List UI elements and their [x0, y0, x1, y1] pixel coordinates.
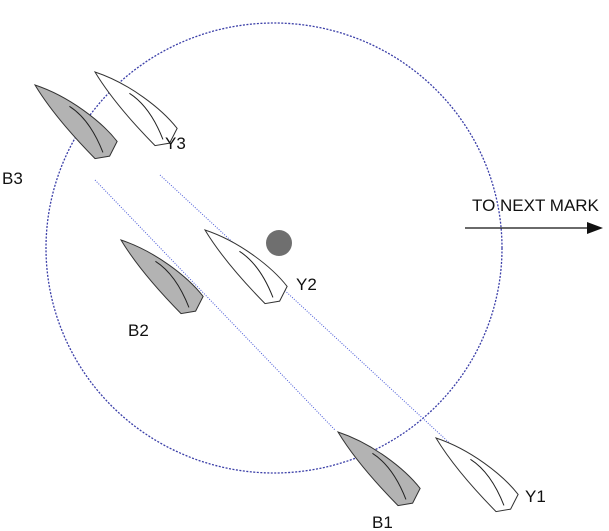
- label-y3: Y3: [165, 134, 186, 153]
- boat-b3: [33, 84, 118, 160]
- blue-boat-track: [94, 179, 336, 431]
- mark-buoy: [266, 230, 292, 256]
- zone-circle: [45, 22, 503, 474]
- label-b2: B2: [128, 321, 149, 340]
- boat-y3: [93, 71, 178, 147]
- label-b1: B1: [372, 513, 393, 531]
- boat-b1: [336, 431, 421, 507]
- direction-label: TO NEXT MARK: [472, 196, 600, 215]
- boat-b2: [119, 239, 204, 315]
- label-y2: Y2: [296, 275, 317, 294]
- label-y1: Y1: [525, 487, 546, 506]
- direction-arrow-icon: [465, 222, 603, 234]
- yellow-boat-track: [159, 174, 471, 463]
- boat-y2: [203, 229, 288, 305]
- label-b3: B3: [2, 169, 23, 188]
- boat-y1: [434, 437, 519, 513]
